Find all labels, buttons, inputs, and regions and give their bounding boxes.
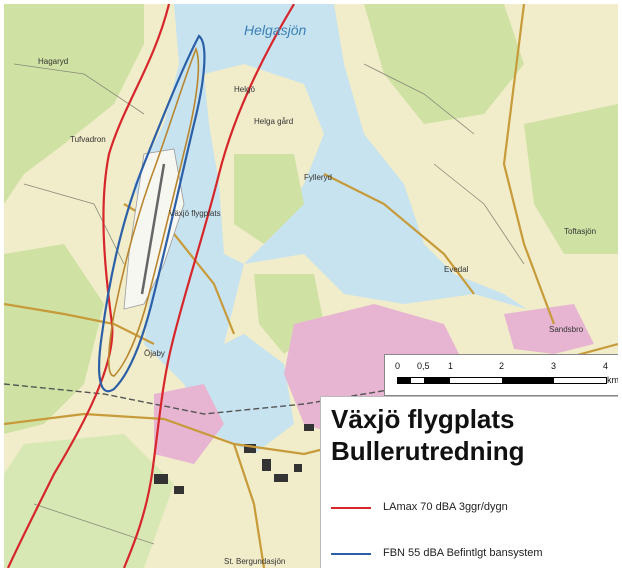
place-label: St. Bergundasjön <box>224 557 285 566</box>
map-subtitle: Bullerutredning <box>331 436 525 466</box>
forest-east <box>364 4 524 124</box>
scale-bar-graphic <box>397 377 607 384</box>
place-label: Evedal <box>444 265 469 274</box>
scale-unit-label: km <box>607 375 618 385</box>
legend-label: FBN 55 dBA Befintlgt bansystem <box>383 547 543 559</box>
scale-tick-label: 2 <box>499 361 505 371</box>
legend-swatch-blue <box>331 553 371 555</box>
place-label: Tufvadron <box>70 135 106 144</box>
place-label: Helga gård <box>254 117 293 126</box>
railway <box>4 363 618 415</box>
map-title: Växjö flygplats <box>331 404 515 434</box>
place-label: Sandsbro <box>549 325 584 334</box>
scale-tick-label: 3 <box>551 361 557 371</box>
place-label: Toftasjön <box>564 227 596 236</box>
fbn-contour-inner <box>107 46 200 377</box>
lake-label: Helgasjön <box>244 22 307 38</box>
place-label: Fylleryd <box>304 173 332 182</box>
legend: Växjö flygplats Bullerutredning LAmax 70… <box>320 396 618 568</box>
map-view[interactable]: Hagaryd Tufvadron Helgö Helga gård Växjö… <box>4 4 618 568</box>
legend-item-lamax: LAmax 70 dBA 3ggr/dygn <box>331 501 611 515</box>
lamax-contour-west <box>7 4 171 568</box>
forest-east-2 <box>524 104 618 254</box>
place-label: Hagaryd <box>38 57 68 66</box>
forest-helgo <box>234 154 304 244</box>
legend-item-fbn: FBN 55 dBA Befintlgt bansystem <box>331 547 611 561</box>
industrial-blocks <box>154 424 314 494</box>
legend-swatch-red <box>331 507 371 509</box>
lamax-contour-east <box>122 4 295 568</box>
forest-west-2 <box>4 244 104 434</box>
scale-tick-label: 0,5 <box>417 361 430 371</box>
forest-west <box>4 4 144 204</box>
place-label: Växjö flygplats <box>169 209 221 218</box>
urban-ojaby <box>154 384 224 464</box>
scale-tick-label: 4 <box>603 361 609 371</box>
scale-tick-label: 0 <box>395 361 401 371</box>
forest-west-3 <box>4 434 174 568</box>
place-label: Helgö <box>234 85 255 94</box>
scale-bar: 0 0,5 1 2 3 4 km <box>384 354 618 396</box>
fbn-contour <box>98 34 206 393</box>
scale-tick-label: 1 <box>448 361 454 371</box>
legend-label: LAmax 70 dBA 3ggr/dygn <box>383 501 508 513</box>
urban-sandsbro <box>504 304 594 354</box>
place-label: Öjaby <box>144 349 165 358</box>
runway-area <box>123 148 185 310</box>
